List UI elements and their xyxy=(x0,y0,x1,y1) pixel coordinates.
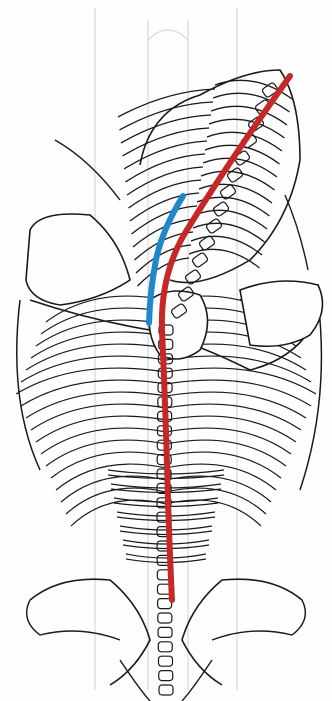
thoracic-vertebra xyxy=(212,201,229,217)
lumbar-process xyxy=(123,545,209,549)
right-pubic-line xyxy=(182,660,212,701)
vertebra xyxy=(158,642,172,652)
lumbar-process xyxy=(120,531,212,535)
left-scapula xyxy=(26,214,130,305)
left-pubic-line xyxy=(120,660,150,701)
pelvis-outline xyxy=(27,579,306,701)
upper-rib-right xyxy=(191,236,262,255)
lumbar-process xyxy=(126,559,206,563)
left-arm-contour xyxy=(55,140,120,200)
upper-rib-right xyxy=(189,249,260,268)
left-iliac-crest xyxy=(27,600,120,640)
vertebra xyxy=(159,656,173,666)
upper-rib-right xyxy=(203,158,277,177)
vertebra xyxy=(159,685,173,695)
thoracic-vertebra xyxy=(205,218,222,234)
vertebra xyxy=(159,671,173,681)
vertebra xyxy=(158,613,172,623)
vertebra xyxy=(158,627,172,637)
right-iliac-crest xyxy=(212,600,305,640)
frame-arch xyxy=(148,30,188,40)
right-scapula xyxy=(240,281,323,346)
thoracic-vertebra xyxy=(191,252,208,268)
ribcage-side-left xyxy=(17,300,40,470)
vertebral-column xyxy=(157,82,279,695)
right-arm-contour xyxy=(285,195,308,270)
central-bone-plate xyxy=(149,291,208,359)
